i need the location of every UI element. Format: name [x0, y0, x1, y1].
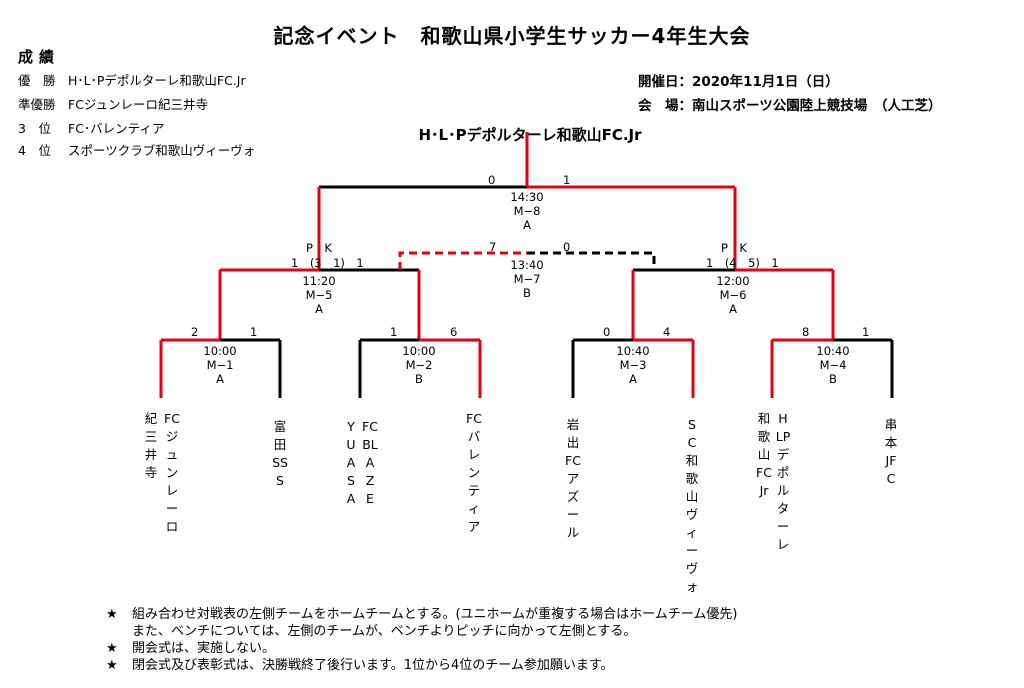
match-time: 12:00: [716, 274, 750, 288]
star-icon: ★: [106, 641, 118, 656]
team-5-col1: 岩出: [566, 417, 580, 450]
m7-right-score: 0: [563, 240, 571, 254]
team-4-col2: FCバレンティア: [466, 411, 482, 534]
m2-right-score: 6: [450, 325, 458, 339]
result-rank: 準優勝: [18, 97, 56, 112]
m5-pk-score: 1 (3 1) 1: [291, 256, 364, 270]
note-text: 組み合わせ対戦表の左側チームをホームチームとする。(ユニホームが重複する場合はホ…: [132, 607, 738, 622]
match-m4: 10:40 M−4 B: [798, 344, 868, 386]
team-7-col1: 和歌山FCJr: [756, 411, 772, 498]
m6-pk-score: 1 (4 5) 1: [706, 256, 779, 270]
m1-left-score: 2: [191, 325, 199, 339]
match-m5: 11:20 M−5 A: [284, 274, 354, 316]
match-field: A: [315, 302, 323, 316]
match-id: M−8: [513, 204, 541, 218]
match-time: 10:00: [203, 344, 237, 358]
team-2-col2: SSS: [272, 455, 288, 488]
result-rank: 3 位: [18, 121, 51, 136]
m8-left-score: 0: [488, 173, 496, 187]
match-field: B: [415, 372, 423, 386]
result-row-2: 準優勝 FCジュンレーロ紀三井寺: [18, 94, 208, 113]
note-1: ★ 組み合わせ対戦表の左側チームをホームチームとする。(ユニホームが重複する場合は…: [106, 606, 737, 623]
result-team: スポーツクラブ和歌山ヴィーヴォ: [68, 143, 256, 158]
match-id: M−3: [619, 358, 647, 372]
match-m7: 13:40 M−7 B: [492, 258, 562, 300]
result-row-4: 4 位 スポーツクラブ和歌山ヴィーヴォ: [18, 140, 255, 159]
m7-right-dash: [527, 251, 656, 270]
results-heading: 成績: [18, 48, 61, 66]
team-6-col1: SC: [687, 417, 697, 450]
team-3-col1: YUASA: [346, 419, 356, 506]
match-time: 11:20: [302, 274, 336, 288]
match-id: M−5: [305, 288, 333, 302]
match-field: A: [629, 372, 637, 386]
match-m3: 10:40 M−3 A: [598, 344, 668, 386]
match-id: M−6: [719, 288, 747, 302]
event-date: 開催日：2020年11月1日（日）: [638, 74, 839, 90]
match-id: M−2: [405, 358, 433, 372]
star-icon: ★: [106, 607, 118, 622]
team-7-col2: HLPデポルターレ: [775, 411, 791, 552]
match-m8: 14:30 M−8 A: [492, 190, 562, 232]
m2-left-score: 1: [390, 325, 398, 339]
match-m6: 12:00 M−6 A: [698, 274, 768, 316]
team-2-col1: 富田: [273, 419, 287, 452]
m7-left-dash: [398, 251, 527, 270]
match-time: 10:40: [616, 344, 650, 358]
note-text: 閉会式及び表彰式は、決勝戦終了後行います。1位から4位のチーム参加願います。: [132, 658, 614, 673]
team-1-col1: 紀三井寺: [144, 411, 158, 480]
match-field: A: [523, 218, 531, 232]
match-time: 14:30: [510, 190, 544, 204]
team-3-col2: FCBLAZE: [362, 419, 378, 506]
match-field: B: [829, 372, 837, 386]
result-row-3: 3 位 FC･バレンティア: [18, 118, 164, 137]
match-m2: 10:00 M−2 B: [384, 344, 454, 386]
m3-right-score: 4: [663, 325, 671, 339]
m1-right-score: 1: [250, 325, 258, 339]
match-time: 10:40: [816, 344, 850, 358]
match-time: 13:40: [510, 258, 544, 272]
m7-left-score: 7: [489, 240, 497, 254]
team-8-col2: JFC: [885, 453, 897, 486]
m5-pk-label: P K: [306, 241, 332, 255]
match-id: M−1: [206, 358, 234, 372]
team-5-col2: FCアズール: [565, 453, 581, 540]
m4-right-score: 1: [862, 325, 870, 339]
team-6-col2: 和歌山ヴィーヴォ: [685, 453, 699, 594]
result-rank: 優 勝: [18, 73, 56, 88]
note-text: 開会式は、実施しない。: [132, 641, 276, 656]
match-field: B: [523, 286, 531, 300]
match-m1: 10:00 M−1 A: [185, 344, 255, 386]
team-1-col2: FCジュンレーロ: [164, 411, 180, 534]
m4-left-score: 8: [802, 325, 810, 339]
result-team: FCジュンレーロ紀三井寺: [68, 97, 209, 112]
page-title: 記念イベント 和歌山県小学生サッカー4年生大会: [273, 24, 751, 48]
m6-pk-label: P K: [721, 241, 747, 255]
m8-right-score: 1: [563, 173, 571, 187]
champion-name: H･L･Pデポルターレ和歌山FC.Jr: [418, 126, 642, 144]
note-1b: また、ベンチについては、左側のチームが、ベンチよりピッチに向かって左側とする。: [132, 624, 637, 639]
note-3: ★ 閉会式及び表彰式は、決勝戦終了後行います。1位から4位のチーム参加願います。: [106, 657, 614, 674]
result-team: FC･バレンティア: [68, 121, 165, 136]
star-icon: ★: [106, 658, 118, 673]
m3-left-score: 0: [603, 325, 611, 339]
result-row-1: 優 勝 H･L･Pデポルターレ和歌山FC.Jr: [18, 70, 246, 89]
team-8-col1: 串本: [884, 417, 898, 450]
match-time: 10:00: [402, 344, 436, 358]
match-id: M−7: [513, 272, 541, 286]
result-rank: 4 位: [18, 143, 51, 158]
match-field: A: [216, 372, 224, 386]
event-venue: 会 場：南山スポーツ公園陸上競技場 （人工芝）: [638, 98, 942, 114]
match-id: M−4: [819, 358, 847, 372]
match-field: A: [729, 302, 737, 316]
result-team: H･L･Pデポルターレ和歌山FC.Jr: [68, 73, 246, 88]
note-2: ★ 開会式は、実施しない。: [106, 640, 275, 657]
